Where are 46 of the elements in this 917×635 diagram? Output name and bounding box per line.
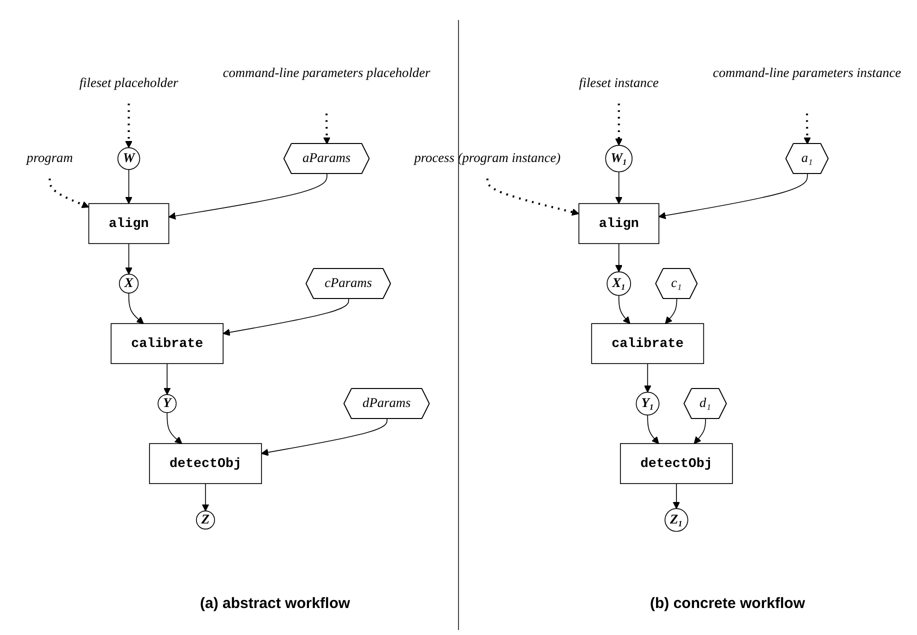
arrow	[125, 104, 132, 148]
arrow	[202, 483, 210, 512]
node-circle: W	[117, 147, 140, 170]
node-circle: Z₁	[664, 508, 688, 532]
arrow	[647, 414, 660, 444]
arrow	[163, 363, 171, 395]
panel-caption: (b) concrete workflow	[650, 595, 806, 612]
node-box: align	[88, 203, 170, 244]
arrow	[48, 178, 90, 208]
node-box: calibrate	[591, 323, 704, 364]
arrow	[166, 412, 182, 444]
arrow	[615, 243, 623, 272]
arrow	[804, 114, 811, 144]
arrow	[694, 418, 706, 444]
arrow	[486, 178, 580, 216]
node-text: fileset placeholder	[79, 76, 178, 90]
arrow	[615, 104, 623, 146]
arrow	[665, 298, 678, 324]
arrow	[168, 174, 328, 220]
arrow	[323, 114, 330, 144]
node-circle: X	[118, 274, 139, 294]
node-box: align	[578, 203, 660, 244]
arrow	[128, 292, 144, 324]
arrow	[658, 174, 808, 220]
node-text: command-line parameters instance	[712, 66, 902, 80]
node-text: process (program instance)	[414, 151, 561, 166]
arrow	[125, 243, 132, 274]
node-circle: Y	[158, 394, 177, 414]
node-circle: Y₁	[636, 392, 660, 416]
arrow	[672, 483, 680, 509]
arrow	[125, 169, 132, 204]
arrow	[618, 294, 630, 324]
node-text: fileset instance	[579, 76, 659, 90]
node-circle: X₁	[606, 271, 632, 296]
node-text: command-line parameters placeholder	[222, 66, 430, 80]
node-circle: W₁	[605, 144, 633, 172]
arrow	[615, 171, 623, 204]
node-box: calibrate	[110, 323, 224, 364]
arrow	[644, 363, 652, 393]
node-text: program	[26, 151, 73, 166]
arrow	[222, 298, 350, 336]
node-circle: Z	[196, 510, 215, 530]
panel-caption: (a) abstract workflow	[200, 595, 350, 612]
arrow	[261, 418, 388, 456]
node-box: detectObj	[620, 443, 733, 484]
node-box: detectObj	[149, 443, 262, 484]
